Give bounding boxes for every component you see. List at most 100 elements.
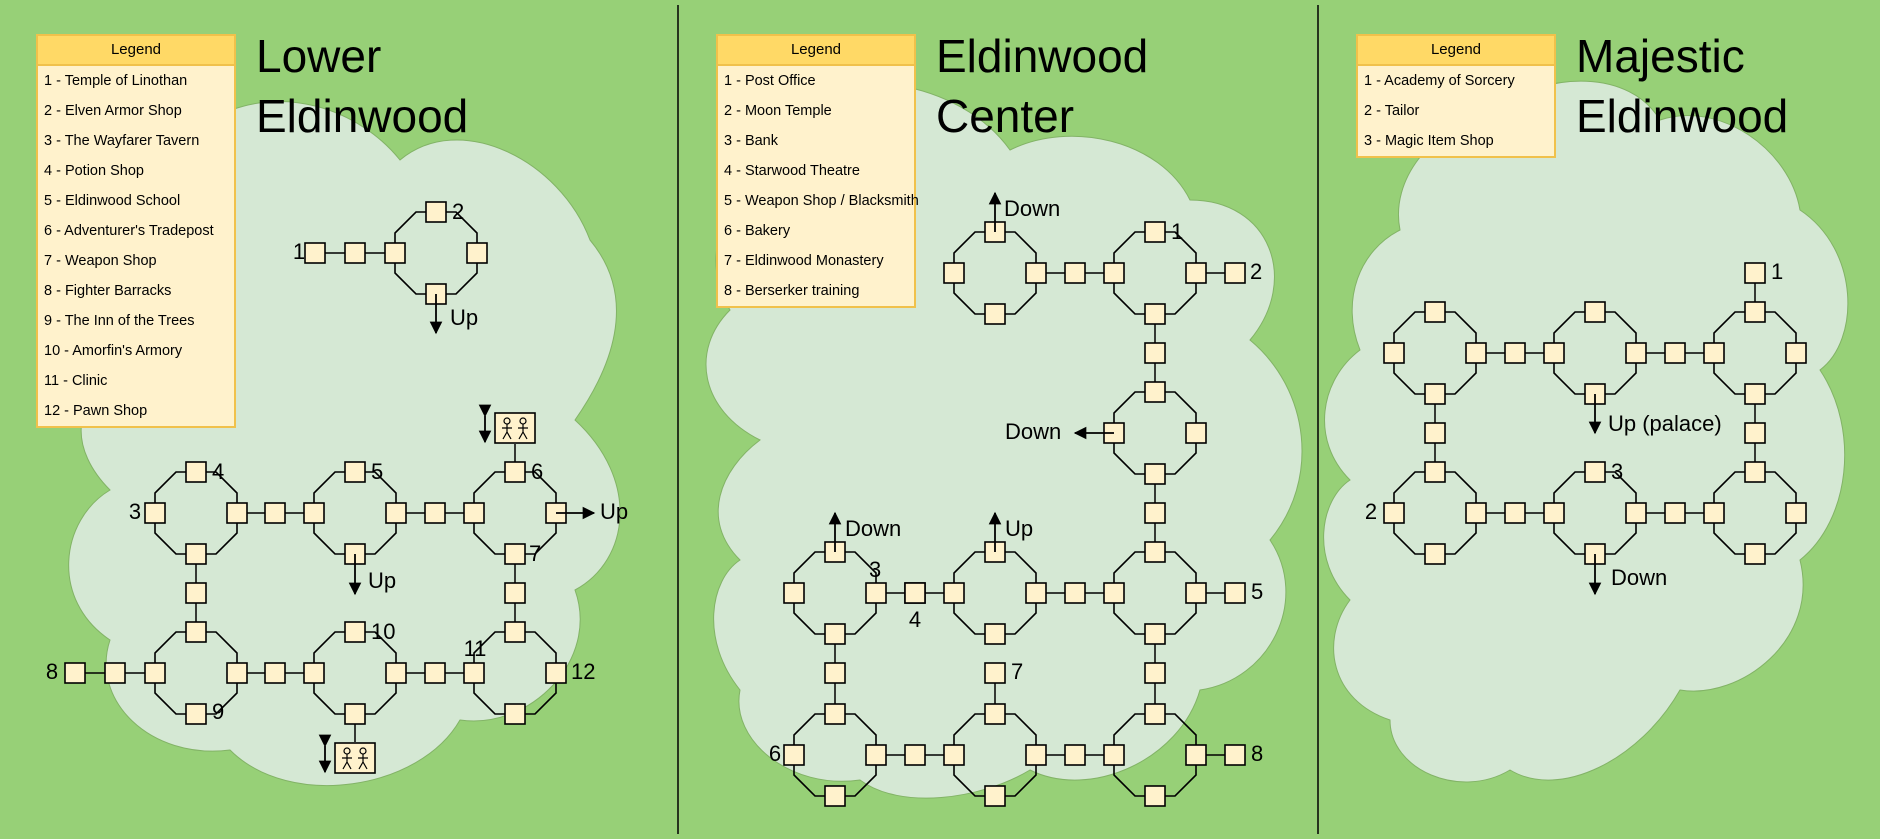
room[interactable] [1744, 301, 1766, 323]
room[interactable] [1064, 262, 1086, 284]
room[interactable] [943, 744, 965, 766]
room[interactable] [1424, 461, 1446, 483]
room[interactable] [1584, 301, 1606, 323]
room[interactable] [226, 502, 248, 524]
room[interactable] [1625, 342, 1647, 364]
room[interactable] [344, 621, 366, 643]
room[interactable] [504, 703, 526, 725]
room[interactable] [545, 662, 567, 684]
room[interactable] [865, 582, 887, 604]
room[interactable] [384, 242, 406, 264]
room[interactable] [1664, 342, 1686, 364]
room[interactable] [943, 262, 965, 284]
room[interactable] [226, 662, 248, 684]
room[interactable] [865, 744, 887, 766]
room[interactable] [1144, 662, 1166, 684]
room[interactable] [303, 502, 325, 524]
room[interactable] [1424, 422, 1446, 444]
room[interactable] [1744, 543, 1766, 565]
room[interactable] [783, 744, 805, 766]
room[interactable] [463, 502, 485, 524]
room[interactable] [466, 242, 488, 264]
room[interactable] [984, 303, 1006, 325]
room[interactable] [1144, 381, 1166, 403]
room[interactable] [1025, 262, 1047, 284]
room[interactable] [185, 461, 207, 483]
room[interactable] [984, 623, 1006, 645]
room[interactable] [1144, 541, 1166, 563]
room[interactable] [1025, 744, 1047, 766]
room[interactable] [904, 582, 926, 604]
teleport-icon[interactable] [494, 412, 536, 444]
room[interactable] [1744, 461, 1766, 483]
room[interactable] [1504, 342, 1526, 364]
room[interactable] [504, 543, 526, 565]
room[interactable] [1664, 502, 1686, 524]
room[interactable] [1543, 502, 1565, 524]
room[interactable] [385, 502, 407, 524]
room[interactable] [504, 621, 526, 643]
room[interactable] [185, 582, 207, 604]
room[interactable] [264, 662, 286, 684]
room[interactable] [824, 623, 846, 645]
room[interactable] [104, 662, 126, 684]
room[interactable] [385, 662, 407, 684]
room[interactable] [1744, 422, 1766, 444]
room[interactable] [1144, 703, 1166, 725]
room[interactable] [1185, 422, 1207, 444]
room[interactable] [185, 703, 207, 725]
room[interactable] [425, 201, 447, 223]
room[interactable] [344, 242, 366, 264]
room[interactable] [1744, 262, 1766, 284]
room[interactable] [1144, 785, 1166, 807]
room[interactable] [1703, 342, 1725, 364]
room[interactable] [1103, 582, 1125, 604]
room[interactable] [1224, 744, 1246, 766]
room[interactable] [1144, 502, 1166, 524]
room[interactable] [424, 502, 446, 524]
room[interactable] [1185, 582, 1207, 604]
teleport-icon[interactable] [334, 742, 376, 774]
room[interactable] [1543, 342, 1565, 364]
room[interactable] [185, 543, 207, 565]
room[interactable] [344, 461, 366, 483]
room[interactable] [1025, 582, 1047, 604]
room[interactable] [1224, 582, 1246, 604]
room[interactable] [504, 582, 526, 604]
room[interactable] [304, 242, 326, 264]
room[interactable] [984, 703, 1006, 725]
room[interactable] [1144, 342, 1166, 364]
room[interactable] [1465, 502, 1487, 524]
room[interactable] [783, 582, 805, 604]
room[interactable] [1383, 502, 1405, 524]
room[interactable] [144, 502, 166, 524]
room[interactable] [984, 662, 1006, 684]
room[interactable] [1504, 502, 1526, 524]
room[interactable] [984, 785, 1006, 807]
room[interactable] [64, 662, 86, 684]
room[interactable] [904, 744, 926, 766]
room[interactable] [504, 461, 526, 483]
room[interactable] [1424, 301, 1446, 323]
room[interactable] [144, 662, 166, 684]
room[interactable] [463, 662, 485, 684]
room[interactable] [1703, 502, 1725, 524]
room[interactable] [1465, 342, 1487, 364]
room[interactable] [1144, 221, 1166, 243]
room[interactable] [1185, 744, 1207, 766]
room[interactable] [424, 662, 446, 684]
room[interactable] [1103, 744, 1125, 766]
room[interactable] [1424, 543, 1446, 565]
room[interactable] [1103, 262, 1125, 284]
room[interactable] [264, 502, 286, 524]
room[interactable] [1383, 342, 1405, 364]
room[interactable] [824, 703, 846, 725]
room[interactable] [943, 582, 965, 604]
room[interactable] [1144, 463, 1166, 485]
room[interactable] [1224, 262, 1246, 284]
room[interactable] [185, 621, 207, 643]
room[interactable] [1144, 303, 1166, 325]
room[interactable] [1625, 502, 1647, 524]
room[interactable] [1785, 502, 1807, 524]
room[interactable] [1064, 582, 1086, 604]
